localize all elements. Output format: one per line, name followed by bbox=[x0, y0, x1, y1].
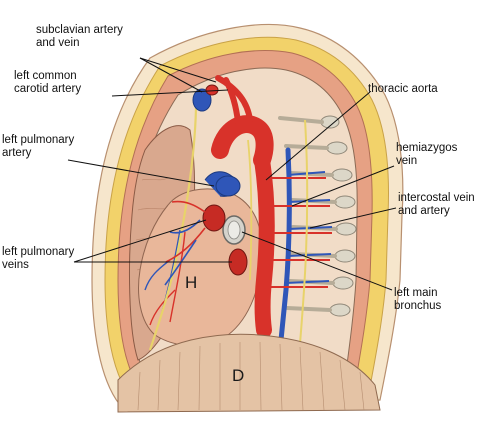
left-pulmonary-vein-upper bbox=[202, 204, 226, 232]
diaphragm-fibers bbox=[137, 341, 365, 411]
label-hemiazygos: hemiazygos vein bbox=[396, 142, 458, 167]
brachiocephalic-node bbox=[205, 84, 219, 96]
label-subclavian: subclavian artery and vein bbox=[36, 24, 123, 49]
hemiazygos-vein bbox=[277, 147, 292, 353]
leader-bronchus bbox=[241, 231, 393, 291]
diaphragm bbox=[117, 333, 381, 413]
diaphragm-region-label: D bbox=[232, 366, 245, 385]
sympathetic-trunk bbox=[297, 119, 309, 366]
subclavian-vein bbox=[192, 88, 212, 112]
label-thoracic-aorta: thoracic aorta bbox=[368, 83, 438, 95]
label-pulmonary-veins: left pulmonary veins bbox=[2, 246, 75, 271]
leader-lines bbox=[67, 57, 397, 291]
label-pulmonary-artery: left pulmonary artery bbox=[2, 134, 75, 159]
label-intercostal: intercostal vein and artery bbox=[398, 192, 475, 217]
aortic-arch bbox=[211, 115, 274, 169]
leader-carotid bbox=[111, 89, 229, 97]
leader-hemiazygos bbox=[291, 165, 395, 207]
leader-subclavian-2 bbox=[139, 57, 217, 83]
leader-intercostal bbox=[309, 207, 397, 229]
leader-pulm-artery bbox=[67, 159, 215, 187]
vagus-nerve bbox=[247, 139, 253, 281]
thoracic-aorta bbox=[254, 152, 275, 338]
heart-region-label: H bbox=[185, 273, 198, 292]
leader-aorta bbox=[265, 91, 371, 181]
subclavian-artery bbox=[215, 75, 253, 123]
leader-pulm-veins-1 bbox=[73, 219, 207, 263]
label-left-main-bronchus: left main bronchus bbox=[394, 287, 442, 312]
label-carotid: left common carotid artery bbox=[14, 70, 82, 95]
leader-subclavian-1 bbox=[139, 57, 203, 93]
phrenic-nerve bbox=[148, 107, 198, 351]
